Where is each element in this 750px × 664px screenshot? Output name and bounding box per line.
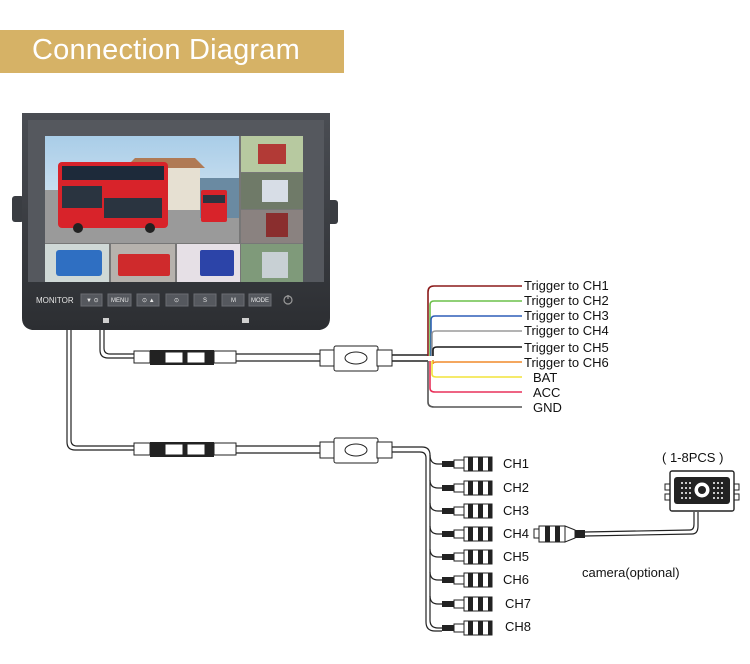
camera-caption: camera(optional) bbox=[582, 565, 680, 580]
page-title: Connection Diagram bbox=[32, 34, 300, 66]
channel-labels: CH1 CH2 CH3 CH4 CH5 CH6 CH7 CH8 bbox=[503, 456, 531, 634]
label-bat: BAT bbox=[533, 370, 557, 385]
camera-plug bbox=[533, 525, 585, 543]
wire-gnd bbox=[427, 361, 522, 408]
trigger-wire-ch5 bbox=[432, 346, 522, 356]
trigger-wire-bundle bbox=[392, 285, 522, 408]
monitor-screen bbox=[45, 136, 303, 282]
camera-quantity-label: ( 1-8PCS ) bbox=[662, 450, 723, 465]
trigger-wire-ch3 bbox=[430, 315, 522, 356]
splitter-box-1 bbox=[319, 345, 393, 372]
channel-label-ch2: CH2 bbox=[503, 480, 529, 495]
up-volume-button[interactable]: ⊙ ▲ bbox=[136, 293, 160, 307]
brightness-button[interactable]: ⊙ bbox=[165, 293, 189, 307]
trigger-label-ch1: Trigger to CH1 bbox=[524, 278, 609, 293]
trigger-wire-ch1 bbox=[427, 285, 522, 356]
inline-connector-2 bbox=[133, 442, 237, 457]
trigger-label-ch5: Trigger to CH5 bbox=[524, 340, 609, 355]
trigger-wire-ch4 bbox=[431, 330, 522, 356]
channel-wires bbox=[392, 446, 442, 632]
camera-cable bbox=[584, 512, 699, 537]
inline-connector-1 bbox=[133, 350, 237, 365]
svg-text:M: M bbox=[231, 298, 236, 304]
trigger-wire-ch6 bbox=[432, 360, 522, 365]
power-icon[interactable] bbox=[283, 295, 293, 305]
power-trigger-cable bbox=[99, 330, 320, 362]
splitter-box-2 bbox=[319, 437, 393, 464]
monitor-buttons: ▼ ⊙ MENU ⊙ ▲ ⊙ S M MODE bbox=[80, 293, 293, 307]
trigger-wire-ch2 bbox=[429, 300, 522, 356]
rca-connector-ch6 bbox=[442, 572, 493, 588]
wire-bat bbox=[431, 361, 522, 378]
trigger-labels: Trigger to CH1 Trigger to CH2 Trigger to… bbox=[524, 278, 609, 415]
channel-label-ch3: CH3 bbox=[503, 503, 529, 518]
svg-text:MENU: MENU bbox=[111, 298, 129, 304]
label-acc: ACC bbox=[533, 385, 560, 400]
trigger-label-ch6: Trigger to CH6 bbox=[524, 355, 609, 370]
mode-button[interactable]: MODE bbox=[248, 293, 272, 307]
rca-connector-ch1 bbox=[442, 456, 493, 472]
monitor: MONITOR ▼ ⊙ MENU ⊙ ▲ ⊙ S M MODE bbox=[12, 113, 338, 330]
monitor-brand-label: MONITOR bbox=[36, 296, 74, 305]
channel-label-ch8: CH8 bbox=[505, 619, 531, 634]
channel-label-ch5: CH5 bbox=[503, 549, 529, 564]
video-cable bbox=[66, 330, 320, 454]
channel-label-ch6: CH6 bbox=[503, 572, 529, 587]
rca-connector-ch3 bbox=[442, 503, 493, 519]
svg-text:S: S bbox=[203, 298, 207, 304]
channel-connectors bbox=[442, 456, 493, 636]
m-button[interactable]: M bbox=[221, 293, 245, 307]
rca-connector-ch7 bbox=[442, 596, 493, 612]
rca-connector-ch8 bbox=[442, 620, 493, 636]
down-volume-button[interactable]: ▼ ⊙ bbox=[80, 293, 103, 307]
svg-text:⊙: ⊙ bbox=[174, 298, 179, 304]
s-button[interactable]: S bbox=[193, 293, 217, 307]
rca-connector-ch2 bbox=[442, 480, 493, 496]
wire-acc bbox=[429, 361, 522, 393]
monitor-mount-left bbox=[12, 196, 24, 222]
trigger-label-ch3: Trigger to CH3 bbox=[524, 308, 609, 323]
svg-text:MODE: MODE bbox=[251, 298, 269, 304]
svg-text:⊙ ▲: ⊙ ▲ bbox=[142, 298, 155, 304]
rca-connector-ch4 bbox=[442, 526, 493, 542]
trigger-label-ch4: Trigger to CH4 bbox=[524, 323, 609, 338]
channel-label-ch1: CH1 bbox=[503, 456, 529, 471]
rca-connector-ch5 bbox=[442, 549, 493, 565]
svg-text:▼ ⊙: ▼ ⊙ bbox=[86, 298, 99, 304]
label-gnd: GND bbox=[533, 400, 562, 415]
trigger-label-ch2: Trigger to CH2 bbox=[524, 293, 609, 308]
title-banner: Connection Diagram bbox=[0, 30, 344, 73]
menu-button[interactable]: MENU bbox=[107, 293, 132, 307]
channel-label-ch7: CH7 bbox=[505, 596, 531, 611]
channel-label-ch4: CH4 bbox=[503, 526, 529, 541]
camera-icon bbox=[664, 470, 740, 512]
